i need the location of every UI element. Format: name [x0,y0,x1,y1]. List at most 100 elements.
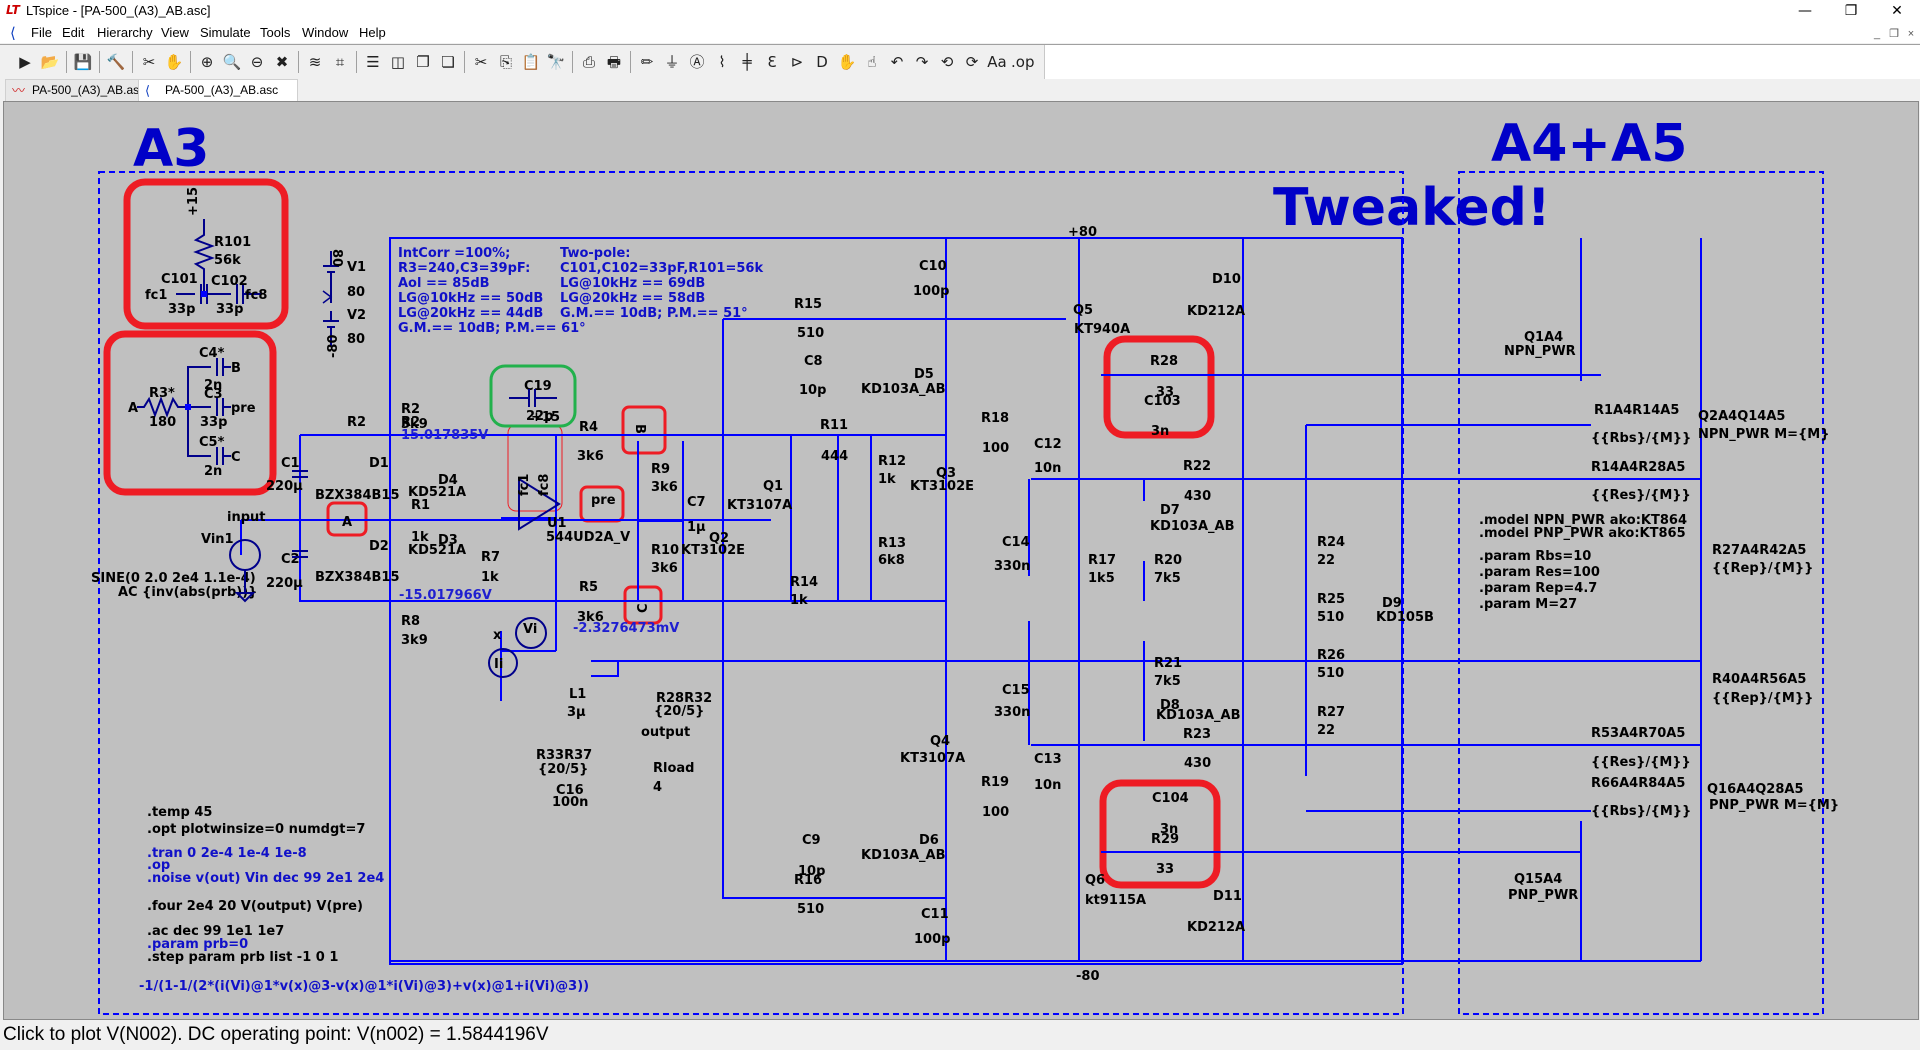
svg-text:C7: C7 [687,495,706,510]
svg-text:R2: R2 [401,415,420,430]
model-directives: .model NPN_PWR ako:KT864 .model PNP_PWR … [1479,513,1687,612]
window-title: LTspice - [PA-500_(A3)_AB.asc] [26,3,211,18]
toolbar-separator [190,51,191,73]
highlight-r28-c103 [1103,335,1215,439]
output-stage: Q1A4 NPN_PWR R1A4R14A5 {{Rbs}/{M}} Q2A4Q… [1504,330,1839,903]
svg-text:C19: C19 [524,379,552,394]
autorange-icon[interactable]: ≋ [308,53,322,71]
paste-icon[interactable]: 📋 [521,53,541,71]
menu-view[interactable]: View [161,25,189,40]
mdi-minimize-button[interactable]: _ [1873,28,1881,40]
ground-icon[interactable]: ⏚ [664,53,680,71]
svg-text:510: 510 [1317,666,1344,681]
zoom-fit-icon[interactable]: 🔍 [222,53,242,71]
svg-text:C14: C14 [1002,535,1030,550]
control-panel-icon[interactable]: 🔨 [106,53,126,71]
svg-text:330n: 330n [994,705,1030,720]
find-icon[interactable]: 🔭 [546,53,566,71]
menu-simulate[interactable]: Simulate [200,25,251,40]
svg-text:33p: 33p [216,302,243,317]
rotate-icon[interactable]: ⟲ [940,53,954,71]
menu-bar: ⟨ File Edit Hierarchy View Simulate Tool… [0,22,1920,43]
mirror-icon[interactable]: ⟳ [965,53,979,71]
close-windows-icon[interactable]: ❏ [441,53,455,71]
svg-text:33p: 33p [200,415,227,430]
draw-wire-icon[interactable]: ✏ [640,53,654,71]
schematic-drawing[interactable]: A3 A4+A5 Tweaked! IntCorr =100%; R3=240,… [4,102,1918,1019]
svg-text:510: 510 [797,902,824,917]
menu-tools[interactable]: Tools [260,25,291,40]
svg-text:Q6: Q6 [1085,873,1105,888]
svg-text:Q4: Q4 [930,734,950,749]
zoom-in-icon[interactable]: ⊕ [200,53,214,71]
drag-icon[interactable]: ☝ [867,53,877,71]
component-icon[interactable]: D [816,53,828,71]
redo-icon[interactable]: ↷ [915,53,929,71]
menu-file[interactable]: File [31,25,52,40]
tab-label: PA-500_(A3)_AB.asc [165,83,279,97]
svg-text:R3*: R3* [149,386,175,401]
run-halt-icon[interactable]: ✂ [142,53,156,71]
svg-text:3k6: 3k6 [577,610,604,625]
print-preview-icon[interactable]: ⎙ [582,53,595,71]
mdi-restore-button[interactable]: ❐ [1889,28,1899,40]
svg-text:KT3102E: KT3102E [681,543,745,558]
toolbar-separator [356,51,357,73]
mdi-close-button[interactable]: × [1907,28,1915,40]
svg-text:{20/5}: {20/5} [538,762,588,777]
text-icon[interactable]: Aa [987,53,1007,71]
pan-icon[interactable]: ✋ [164,53,184,71]
zoom-out-icon[interactable]: ⊖ [250,53,264,71]
cascade-icon[interactable]: ❐ [416,53,430,71]
save-icon[interactable]: 💾 [73,53,93,71]
svg-text:33: 33 [1156,385,1174,400]
svg-text:R17: R17 [1088,553,1116,568]
close-button[interactable]: ✕ [1891,3,1903,19]
svg-text:pre: pre [591,493,616,508]
menu-hierarchy[interactable]: Hierarchy [97,25,153,40]
svg-text:{{Rep}/{M}}: {{Rep}/{M}} [1712,691,1813,706]
minimize-button[interactable]: — [1798,3,1812,19]
svg-text:.op: .op [147,858,170,873]
menu-edit[interactable]: Edit [62,25,85,40]
print-icon[interactable]: 🖶 [606,53,622,71]
undo-icon[interactable]: ↶ [890,53,904,71]
marker-icon[interactable]: ⌗ [335,53,345,71]
highlight-net-b [621,405,667,455]
toolbar: ▶ 📂 💾 🔨 ✂ ✋ ⊕ 🔍 ⊖ ✖ ≋ ⌗ ☰ ◫ ❐ ❏ ✂ ⎘ 📋 🔭 ⎙ 🖶 ✏ ⏚ Ⓐ ⌇ ╪ Ɛ ⊳ D ✋ ☝ ↶ ↷ ⟲ ⟳ Aa.o… [0,44,1920,80]
svg-text:C12: C12 [1034,437,1062,452]
open-icon[interactable]: 📂 [40,53,60,71]
svg-text:R28: R28 [1150,354,1178,369]
label-net-icon[interactable]: Ⓐ [689,53,705,71]
menu-window[interactable]: Window [302,25,349,40]
svg-text:220µ: 220µ [266,576,303,591]
resistor-icon[interactable]: ⌇ [718,53,726,71]
spice-directive-icon[interactable]: .op [1011,53,1035,71]
inductor-icon[interactable]: Ɛ [767,53,777,71]
spice-directives: .temp 45 .opt plotwinsize=0 numdgt=7 .tr… [139,805,589,994]
tab-label: PA-500_(A3)_AB.asc [32,83,146,97]
svg-text:D5: D5 [914,367,934,382]
capacitor-icon[interactable]: ╪ [742,53,752,71]
tile-horizontal-icon[interactable]: ☰ [366,53,380,71]
tab-schematic[interactable]: ⟨ PA-500_(A3)_AB.asc [138,79,298,101]
svg-text:D6: D6 [919,833,939,848]
svg-text:{20/5}: {20/5} [654,704,704,719]
svg-text:C: C [231,450,241,465]
svg-text:D4: D4 [438,473,458,488]
heading-a4a5: A4+A5 [1491,114,1687,174]
move-icon[interactable]: ✋ [837,53,857,71]
toolbar-separator [572,51,573,73]
svg-text:.model PNP_PWR ako:KT865: .model PNP_PWR ako:KT865 [1479,526,1686,541]
schematic-canvas[interactable]: A3 A4+A5 Tweaked! IntCorr =100%; R3=240,… [3,101,1919,1020]
copy-icon[interactable]: ⎘ [499,53,512,71]
cut-icon[interactable]: ✂ [474,53,488,71]
run-icon[interactable]: ▶ [19,53,31,71]
svg-text:Q2: Q2 [709,531,729,546]
menu-help[interactable]: Help [359,25,386,40]
svg-text:{{Rbs}/{M}}: {{Rbs}/{M}} [1591,804,1691,819]
tile-vertical-icon[interactable]: ◫ [390,53,406,71]
restore-button[interactable]: ❐ [1844,3,1858,19]
zoom-cancel-icon[interactable]: ✖ [275,53,289,71]
diode-icon[interactable]: ⊳ [790,53,804,71]
